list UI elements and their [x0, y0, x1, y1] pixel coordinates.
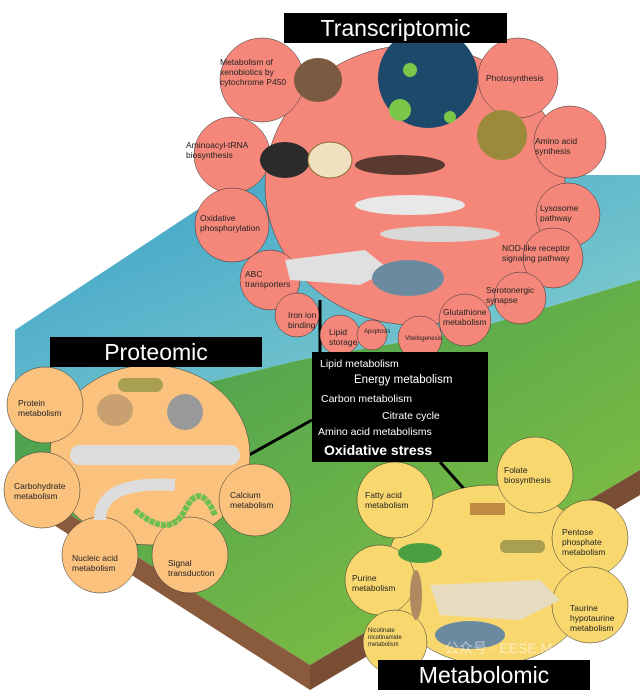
zebrafish-larva-image: [380, 226, 500, 242]
label-amino-acid-synthesis: Amino acid synthesis: [535, 136, 578, 156]
seed-image: [410, 570, 422, 620]
daphnia-image: [97, 394, 133, 426]
shared-citrate-cycle: Citrate cycle: [382, 410, 440, 422]
label-vitellogenesis: Vitellogenesis: [405, 336, 442, 342]
tilapia-image: [372, 260, 444, 296]
shared-carbon-metabolism: Carbon metabolism: [321, 393, 413, 405]
shared-pathways-box: Lipid metabolism Energy metabolism Carbo…: [312, 352, 488, 462]
label-abc-transporters: ABC transporters: [245, 269, 291, 289]
diatom-image: [470, 503, 505, 515]
fish-silhouette-image: [430, 580, 560, 620]
transcriptomic-title: Transcriptomic: [284, 13, 507, 43]
label-fatty-acid: Fatty acid metabolism: [365, 490, 409, 510]
proteomic-title: Proteomic: [50, 337, 262, 367]
label-serotonergic: Serotonergic synapse: [486, 285, 535, 305]
label-lipid-storage: Lipid storage: [329, 327, 358, 347]
mussel-open-image: [307, 141, 353, 179]
label-lysosome: Lysosome pathway: [540, 203, 579, 223]
label-taurine: Taurine hypotaurine metabolism: [570, 603, 615, 633]
embryo-image: [94, 478, 176, 521]
label-oxidative-phosphorylation: Oxidative phosphorylation: [200, 213, 261, 233]
label-xenobiotics: Metabolism of xenobiotics by cytochrome …: [220, 57, 287, 87]
watermark: 公众号 · EESE Mess: [445, 640, 575, 656]
shrimp-image: [355, 195, 465, 215]
label-aminoacyl-trna: Aminoacyl-tRNA biosynthesis: [186, 140, 248, 160]
label-photosynthesis: Photosynthesis: [486, 73, 544, 83]
algae-cluster-image: [167, 394, 203, 430]
cyanobacteria-chain-image: [133, 493, 218, 528]
bacteria-image: [477, 110, 527, 160]
label-apoptosis: Apoptosis: [364, 329, 391, 335]
label-nucleic-acid-metabolism: Nucleic acid metabolism: [72, 553, 118, 573]
fish-silhouette-image: [285, 250, 390, 285]
label-signal-transduction: Signal transduction: [168, 558, 215, 578]
label-folate: Folate biosynthesis: [504, 465, 551, 485]
label-nicotinate: Nicotinate nicotinamide metabolism: [368, 628, 402, 648]
mussel-image: [260, 142, 310, 178]
label-iron-ion-binding: Iron ion binding: [288, 310, 317, 330]
label-protein-metabolism: Protein metabolism: [18, 398, 62, 418]
oyster-image: [294, 58, 342, 102]
shared-amino-acid-metabolisms: Amino acid metabolisms: [318, 426, 432, 438]
zebrafish-larva-image: [70, 445, 240, 465]
label-nod-like: NOD-like receptor signaling pathway: [502, 243, 571, 263]
shared-energy-metabolism: Energy metabolism: [354, 374, 453, 386]
connector-proteomic: [239, 418, 313, 462]
metabolomic-title: Metabolomic: [378, 660, 590, 690]
shared-oxidative-stress: Oxidative stress: [324, 442, 433, 458]
connector-metabolomic: [438, 461, 467, 491]
bacterium-image: [118, 378, 163, 392]
label-pentose-phosphate: Pentose phosphate metabolism: [562, 527, 606, 557]
label-glutathione: Glutathione metabolism: [443, 307, 487, 327]
metabolomic-cluster: [344, 436, 629, 675]
label-carbohydrate-metabolism: Carbohydrate metabolism: [14, 481, 66, 501]
plankton-globe: [378, 28, 478, 128]
label-calcium-metabolism: Calcium metabolism: [230, 490, 274, 510]
label-purine: Purine metabolism: [352, 573, 396, 593]
euglena-image: [398, 543, 442, 563]
crayfish-image: [355, 155, 445, 175]
tilapia-image: [435, 621, 505, 649]
shared-lipid-metabolism: Lipid metabolism: [320, 358, 399, 370]
bacterium-image: [500, 540, 545, 553]
